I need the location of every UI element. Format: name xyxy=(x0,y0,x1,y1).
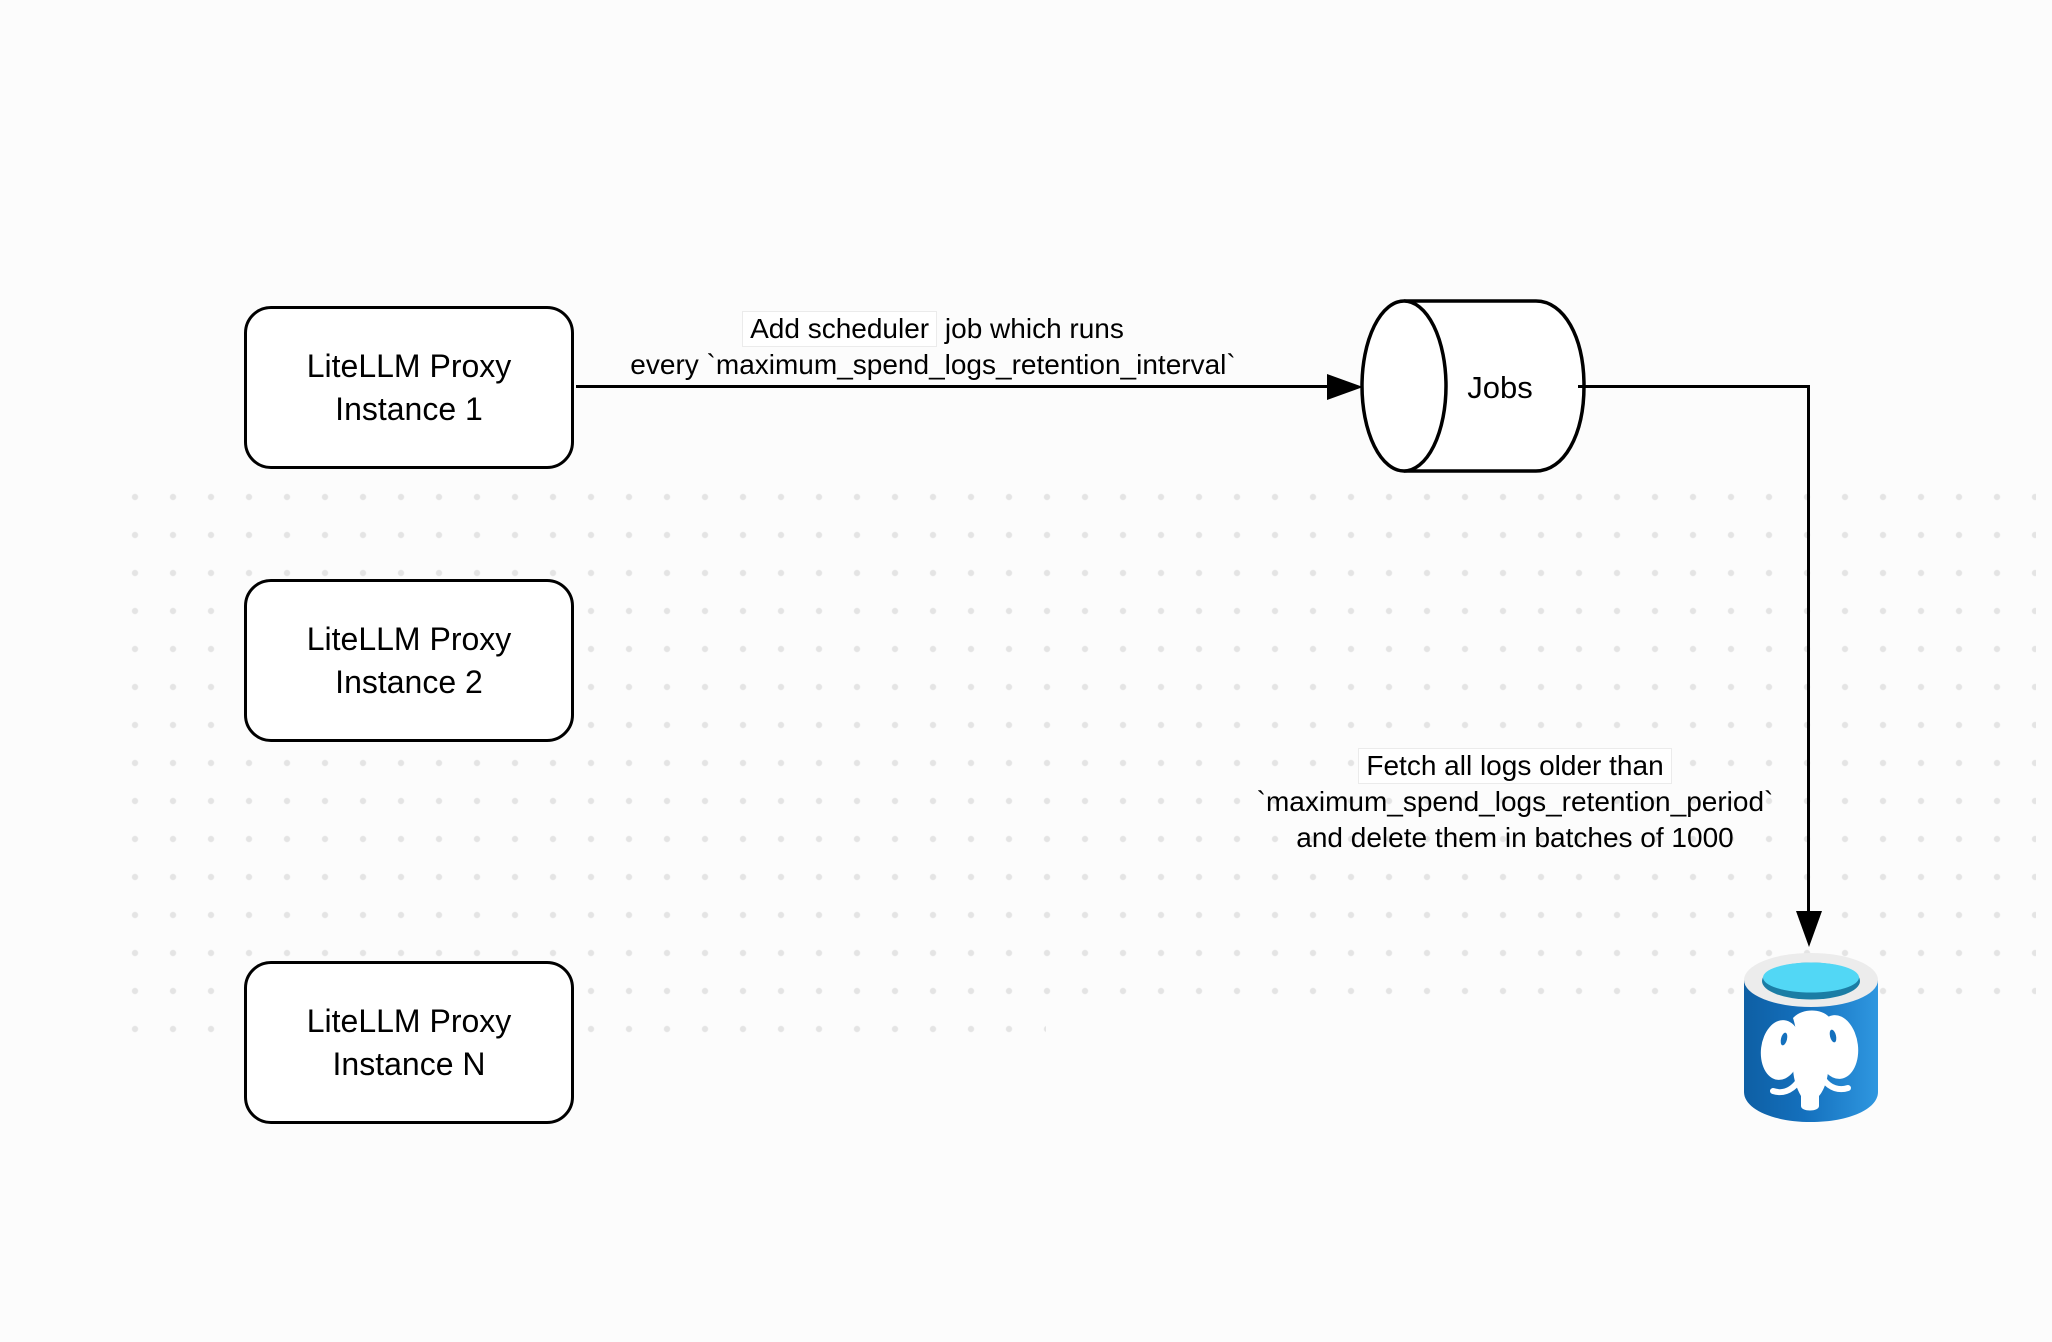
edge-label-boxed-text: Add scheduler xyxy=(742,311,938,347)
edge-jobs-to-db-vertical xyxy=(1807,385,1810,913)
edge-proxy-to-jobs xyxy=(576,385,1330,388)
node-label-line1: LiteLLM Proxy xyxy=(306,620,512,657)
arrowhead-into-jobs xyxy=(1327,374,1363,400)
edge-label-line: and delete them in batches of 1000 xyxy=(1296,822,1734,853)
edge-label-fetch-delete: Fetch all logs older than `maximum_spend… xyxy=(1219,748,1811,856)
node-label-line1: LiteLLM Proxy xyxy=(306,1002,512,1039)
node-litellm-proxy-instance-2: LiteLLM Proxy Instance 2 xyxy=(244,579,574,742)
edge-label-line: Add scheduler job which runs xyxy=(583,311,1283,347)
edge-label-line: Fetch all logs older than xyxy=(1219,748,1811,784)
jobs-node-label: Jobs xyxy=(1467,370,1533,405)
dot-grid-background xyxy=(116,478,2036,1010)
edge-label-line: `maximum_spend_logs_retention_period` xyxy=(1256,786,1774,817)
node-label-line1: LiteLLM Proxy xyxy=(306,347,512,384)
edge-jobs-to-db-horizontal xyxy=(1578,385,1810,388)
node-litellm-proxy-instance-n: LiteLLM Proxy Instance N xyxy=(244,961,574,1124)
edge-label-boxed-text: Fetch all logs older than xyxy=(1358,748,1672,784)
cylinder-icon xyxy=(1360,299,1586,473)
node-litellm-proxy-instance-1: LiteLLM Proxy Instance 1 xyxy=(244,306,574,469)
edge-label-line: every `maximum_spend_logs_retention_inte… xyxy=(630,349,1236,380)
postgresql-icon xyxy=(1744,953,1878,1122)
node-label-line2: Instance N xyxy=(332,1045,486,1082)
arrowhead-into-database xyxy=(1796,911,1822,947)
node-label-line2: Instance 1 xyxy=(335,390,483,427)
edge-label-text: job which runs xyxy=(937,313,1124,344)
node-label-line2: Instance 2 xyxy=(335,663,483,700)
edge-label-scheduler: Add scheduler job which runs every `maxi… xyxy=(583,311,1283,383)
